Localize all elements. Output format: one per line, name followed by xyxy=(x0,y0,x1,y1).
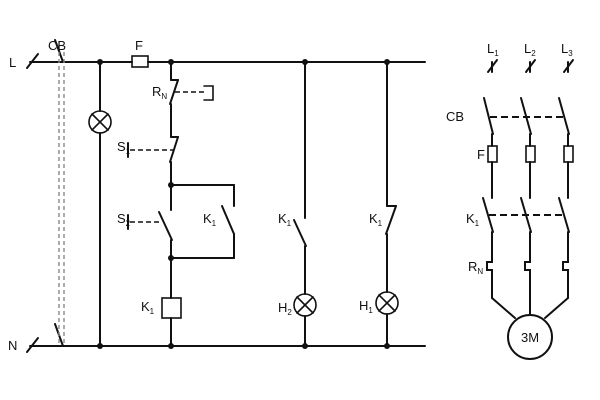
motor xyxy=(507,314,553,360)
neutral-label: N xyxy=(8,338,17,353)
holding-contact xyxy=(221,205,235,235)
lamp-h1-label: H1 xyxy=(359,298,373,315)
contactor-pole-1 xyxy=(482,197,494,233)
lamp-h2-label: H2 xyxy=(278,300,292,317)
breaker-l-blade xyxy=(54,39,64,63)
power-fuse-1 xyxy=(487,145,498,163)
phase-label-3: L3 xyxy=(561,41,573,58)
overload-label: RN xyxy=(152,84,167,101)
power-fuse-label: F xyxy=(477,147,485,162)
fuse xyxy=(131,55,149,68)
h2-contact-label: K1 xyxy=(278,211,292,228)
breaker-label: CB xyxy=(48,38,66,53)
power-overload-3 xyxy=(562,254,569,279)
power-fuse-3 xyxy=(563,145,574,163)
phase-label-1: L1 xyxy=(487,41,499,58)
line-label: L xyxy=(9,55,16,70)
power-breaker-blade-3 xyxy=(558,97,570,135)
fuse-label: F xyxy=(135,38,143,53)
contactor-pole-3 xyxy=(558,197,570,233)
coil-label: K1 xyxy=(141,299,155,316)
overload-actuator xyxy=(203,85,214,101)
power-breaker-label: CB xyxy=(446,109,464,124)
overload-contact xyxy=(169,79,179,105)
power-overload-label: RN xyxy=(468,259,483,276)
neutral-terminal-mark xyxy=(26,337,39,353)
power-overload-2 xyxy=(524,254,531,279)
stop-switch-label: S1 xyxy=(117,139,131,156)
h2-contact xyxy=(293,219,307,247)
power-breaker-blade-1 xyxy=(483,97,494,135)
phase-label-2: L2 xyxy=(524,41,536,58)
power-overload-1 xyxy=(486,254,493,279)
h1-contact-label: K1 xyxy=(369,211,383,228)
contactor-label: K1 xyxy=(466,211,480,228)
holding-contact-label: K1 xyxy=(203,211,217,228)
motor-label: 3M xyxy=(521,330,539,345)
line-terminal-mark xyxy=(26,53,39,69)
start-switch-label: S2 xyxy=(117,211,131,228)
control-circuit: L N CB F RN S1 S2 K1 K1 K1 K1 H2 H1 xyxy=(8,38,426,353)
start-switch-contact xyxy=(158,211,173,241)
power-fuse-2 xyxy=(525,145,536,163)
h1-contact xyxy=(385,205,397,235)
relay-coil xyxy=(161,297,182,319)
power-circuit: L1 L2 L3 CB F K1 RN 3M xyxy=(446,41,574,360)
